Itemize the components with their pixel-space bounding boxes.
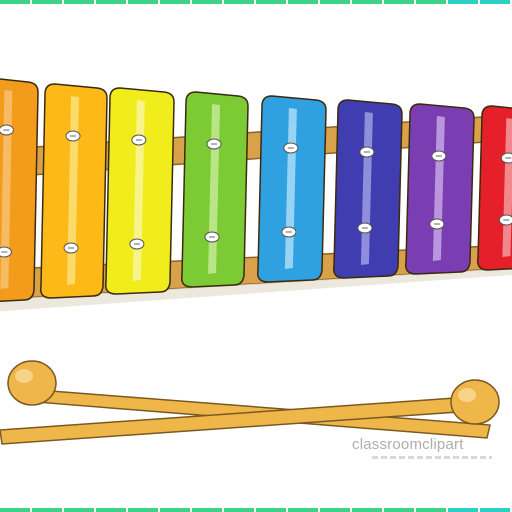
- border-segment: [448, 508, 478, 512]
- border-segment: [352, 508, 382, 512]
- indigo-bar: [332, 99, 403, 279]
- watermark-underline: [372, 456, 492, 459]
- border-segment: [64, 0, 94, 4]
- border-segment: [480, 0, 510, 4]
- border-segment: [320, 0, 350, 4]
- red-bar: [476, 105, 512, 271]
- yellow-bar: [104, 87, 175, 295]
- blue-bar: [256, 95, 327, 283]
- orange-bar: [0, 78, 39, 303]
- mallet-right: [0, 379, 500, 445]
- purple-bar: [404, 103, 475, 275]
- bar-highlight: [0, 90, 13, 289]
- bar-highlight: [132, 100, 145, 281]
- border-segment: [352, 0, 382, 4]
- border-segment: [96, 0, 126, 4]
- border-segment: [320, 508, 350, 512]
- border-segment: [256, 508, 286, 512]
- border-segment: [0, 0, 30, 4]
- border-segment: [192, 0, 222, 4]
- yellow-orange-bar: [39, 83, 108, 299]
- border-segment: [0, 508, 30, 512]
- border-segment: [416, 508, 446, 512]
- border-segment: [32, 0, 62, 4]
- border-segment: [480, 508, 510, 512]
- border-segment: [224, 508, 254, 512]
- bottom-border: [0, 508, 510, 512]
- bar-highlight: [67, 96, 80, 285]
- border-segment: [128, 0, 158, 4]
- top-border: [0, 0, 510, 4]
- border-segment: [384, 508, 414, 512]
- border-segment: [96, 508, 126, 512]
- border-segment: [416, 0, 446, 4]
- border-segment: [224, 0, 254, 4]
- mallets: [0, 360, 500, 445]
- watermark: classroomclipart: [352, 436, 464, 453]
- border-segment: [160, 0, 190, 4]
- border-segment: [32, 508, 62, 512]
- border-segment: [64, 508, 94, 512]
- bars-group: [0, 78, 512, 303]
- border-segment: [192, 508, 222, 512]
- border-segment: [160, 508, 190, 512]
- border-segment: [288, 0, 318, 4]
- border-segment: [288, 508, 318, 512]
- border-segment: [128, 508, 158, 512]
- border-segment: [384, 0, 414, 4]
- border-segment: [256, 0, 286, 4]
- green-bar: [180, 91, 249, 288]
- frame-shadow: [0, 268, 512, 312]
- border-segment: [448, 0, 478, 4]
